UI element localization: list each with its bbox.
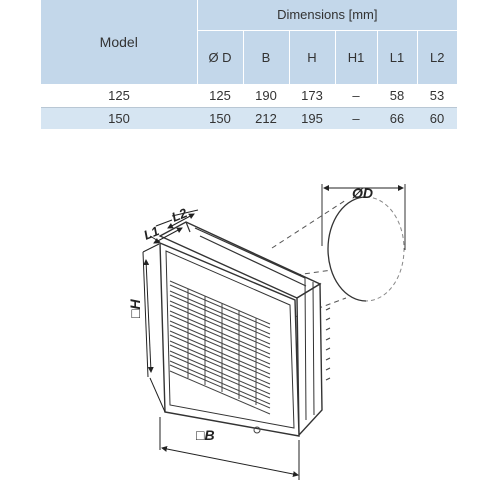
louvres [169, 280, 271, 415]
label-l2: L2 [170, 205, 190, 225]
label-width: □B [196, 427, 215, 443]
vent-slots [325, 307, 331, 381]
col-header-h1: H1 [334, 30, 377, 84]
cell-value: 212 [255, 110, 277, 126]
dimensions-table: Model Dimensions [mm] Ø D B H H1 L1 L2 1… [41, 0, 458, 129]
col-header-l1: L1 [376, 30, 417, 84]
label-diameter: ØD [352, 185, 373, 201]
fan-dimension-drawing: ØD L1 L2 □H □B [127, 184, 406, 480]
table-row: 125 125 190 173 – 58 53 [41, 84, 458, 108]
model-header: Model [99, 34, 138, 50]
duct-circle [321, 184, 406, 302]
cell-value: 53 [417, 84, 458, 108]
cell-value: 58 [377, 84, 417, 108]
cell-value: – [352, 110, 360, 126]
cell-model: 150 [108, 110, 130, 126]
cell-value: 66 [389, 110, 405, 126]
col-header-b: B [242, 30, 289, 84]
fan-housing [158, 221, 323, 437]
cell-value: – [335, 84, 377, 108]
col-header-h: H [288, 30, 335, 84]
table-row: 150 150 212 195 – 66 60 [41, 107, 458, 129]
cell-model: 125 [41, 84, 197, 108]
col-header-l2: L2 [416, 30, 458, 84]
col-header-d: Ø D [196, 30, 243, 84]
label-l1: L1 [142, 223, 162, 243]
dimension-lines [142, 209, 300, 480]
cell-value: 125 [197, 84, 243, 108]
cell-value: 60 [429, 110, 445, 126]
dimensions-group-header: Dimensions [mm] [196, 0, 458, 31]
cell-value: 173 [289, 84, 335, 108]
pull-cord-button [253, 426, 261, 434]
cell-value: 190 [243, 84, 289, 108]
label-height: □H [127, 299, 143, 318]
cell-value: 150 [209, 110, 231, 126]
cell-value: 195 [301, 110, 323, 126]
